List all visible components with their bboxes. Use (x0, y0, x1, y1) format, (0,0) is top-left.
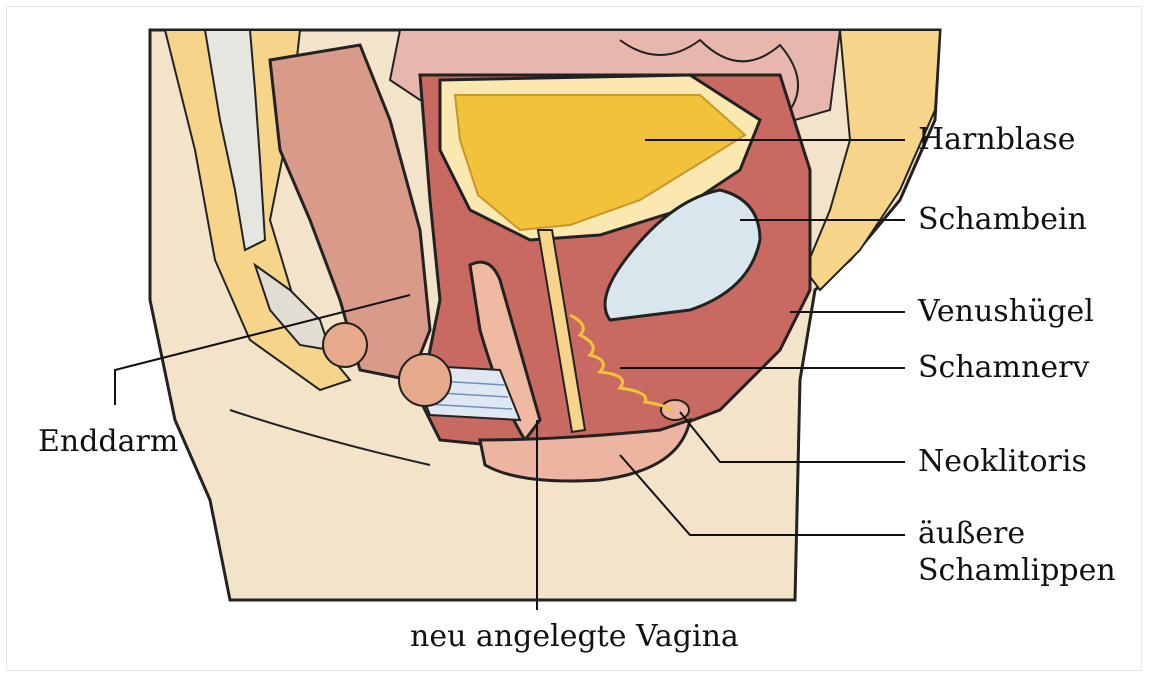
label-neoklitoris: Neoklitoris (918, 445, 1087, 479)
label-venushuegel: Venushügel (918, 295, 1094, 329)
fat-cluster-1 (323, 323, 367, 367)
label-harnblase: Harnblase (918, 123, 1076, 157)
label-schambein: Schambein (918, 203, 1087, 237)
label-aeussere-schamlippen: äußere Schamlippen (918, 515, 1116, 589)
label-neue-vagina: neu angelegte Vagina (410, 620, 739, 654)
fat-cluster-2 (399, 354, 451, 406)
label-enddarm: Enddarm (38, 425, 178, 459)
label-schamnerv: Schamnerv (918, 351, 1089, 385)
